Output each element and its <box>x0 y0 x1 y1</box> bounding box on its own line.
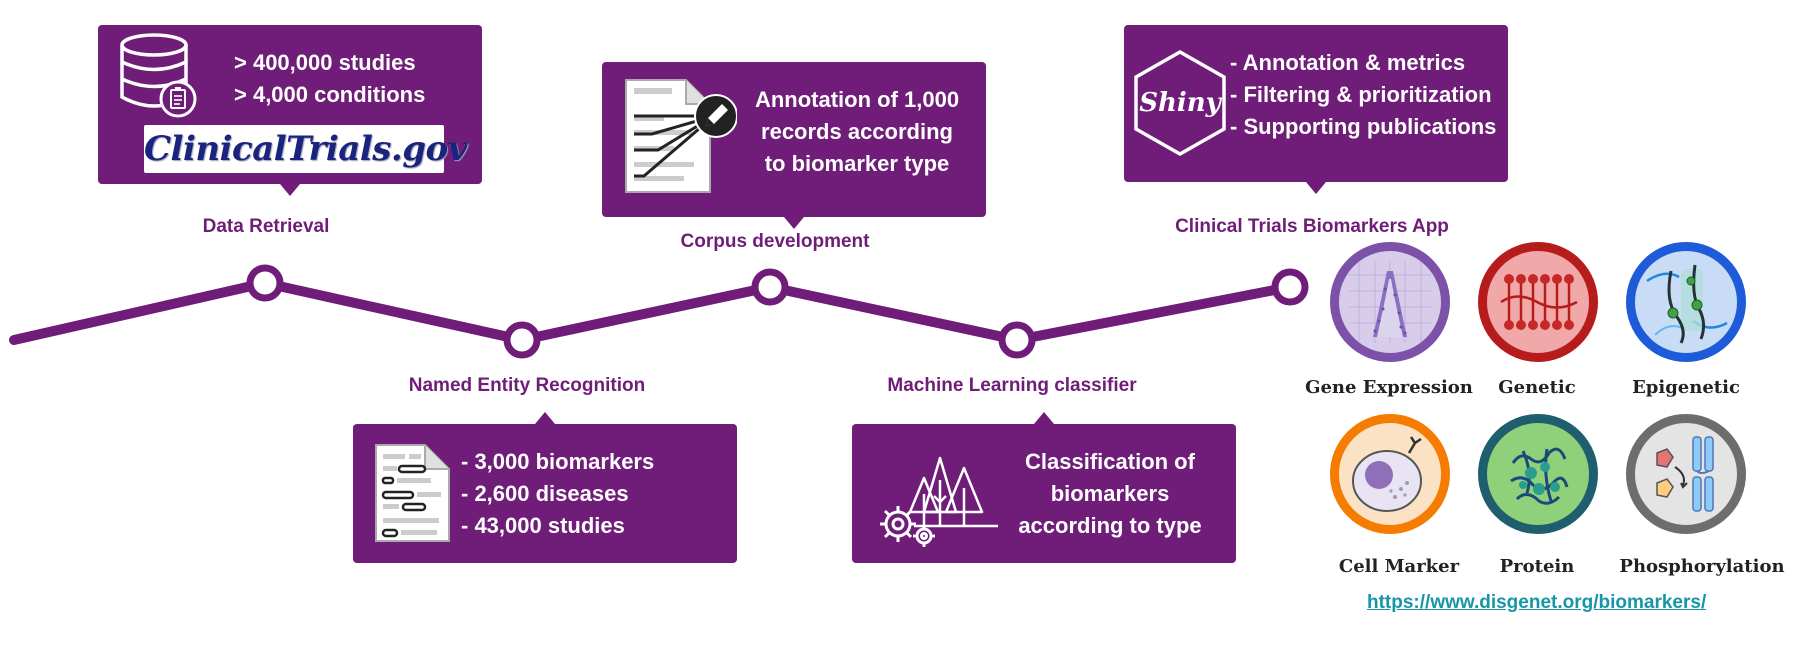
data-retrieval-line: > 4,000 conditions <box>234 82 426 107</box>
ner-line: - 43,000 studies <box>461 513 625 538</box>
timeline-node-ner <box>503 321 541 359</box>
chromatin-icon <box>1646 264 1728 344</box>
clinicaltrials-logo: ClinicalTrials.gov <box>144 125 467 173</box>
biomarkers-url-link[interactable]: https://www.disgenet.org/biomarkers/ <box>1367 592 1707 613</box>
epigenetic-circle <box>1626 242 1746 362</box>
data-retrieval-text: > 400,000 studies > 4,000 conditions <box>234 47 425 111</box>
ml-line: Classification of <box>1025 449 1195 474</box>
document-annotation-icon <box>625 79 737 193</box>
phosphorylation-label: Phosphorylation <box>1619 556 1785 577</box>
shiny-logo-text: Shiny <box>1139 88 1222 118</box>
data-retrieval-box: > 400,000 studies > 4,000 conditions Cli… <box>98 25 482 196</box>
protein-label: Protein <box>1499 556 1575 577</box>
data-retrieval-line: > 400,000 studies <box>234 50 416 75</box>
timeline-line <box>9 278 1295 345</box>
app-line: - Annotation & metrics <box>1230 50 1466 75</box>
phosphorylation-icon <box>1656 436 1714 512</box>
genetic-label: Genetic <box>1498 377 1576 398</box>
corpus-line: to biomarker type <box>764 151 950 176</box>
protein-structure-icon <box>1510 447 1569 505</box>
step-label-corpus: Corpus development <box>680 231 870 252</box>
step-label-ner: Named Entity Recognition <box>408 375 646 396</box>
ner-line: - 3,000 biomarkers <box>461 449 655 474</box>
step-label-ml: Machine Learning classifier <box>887 375 1137 396</box>
document-tagged-icon <box>375 444 450 542</box>
ml-text: Classification of biomarkers according t… <box>1000 446 1220 542</box>
ner-text: - 3,000 biomarkers - 2,600 diseases - 43… <box>461 446 654 542</box>
app-box: Shiny - Annotation & metrics - Filtering… <box>1124 25 1508 194</box>
cell-marker-circle <box>1330 414 1450 534</box>
genetic-circle <box>1478 242 1598 362</box>
corpus-line: records according <box>761 119 953 144</box>
shiny-logo: Shiny <box>1134 49 1226 157</box>
volcano-plot-icon <box>1349 261 1431 343</box>
timeline-node-app <box>1271 268 1309 306</box>
cell-icon <box>1352 436 1422 512</box>
app-line: - Filtering & prioritization <box>1230 82 1492 107</box>
corpus-text: Annotation of 1,000 records according to… <box>742 84 972 180</box>
database-icon <box>120 33 197 118</box>
app-text: - Annotation & metrics - Filtering & pri… <box>1230 47 1496 143</box>
corpus-line: Annotation of 1,000 <box>754 87 960 112</box>
app-line: - Supporting publications <box>1230 114 1497 139</box>
ner-line: - 2,600 diseases <box>461 481 629 506</box>
ml-line: according to type <box>1018 513 1202 538</box>
gene-expression-label: Gene Expression <box>1305 377 1473 398</box>
decision-trees-gears-icon <box>880 456 998 547</box>
ner-box: - 3,000 biomarkers - 2,600 diseases - 43… <box>353 412 737 563</box>
protein-circle <box>1478 414 1598 534</box>
ml-box: Classification of biomarkers according t… <box>852 412 1236 563</box>
timeline-node-corpus <box>751 268 789 306</box>
corpus-box: Annotation of 1,000 records according to… <box>602 62 986 229</box>
cell-marker-label: Cell Marker <box>1338 556 1460 577</box>
gene-expression-circle <box>1330 242 1450 362</box>
timeline-node-data-retrieval <box>246 264 284 302</box>
timeline-node-ml <box>998 321 1036 359</box>
phosphorylation-circle <box>1626 414 1746 534</box>
ml-line: biomarkers <box>1050 481 1170 506</box>
dna-icon <box>1500 274 1578 330</box>
step-label-app: Clinical Trials Biomarkers App <box>1175 216 1449 237</box>
step-label-data-retrieval: Data Retrieval <box>202 216 330 237</box>
epigenetic-label: Epigenetic <box>1632 377 1740 398</box>
